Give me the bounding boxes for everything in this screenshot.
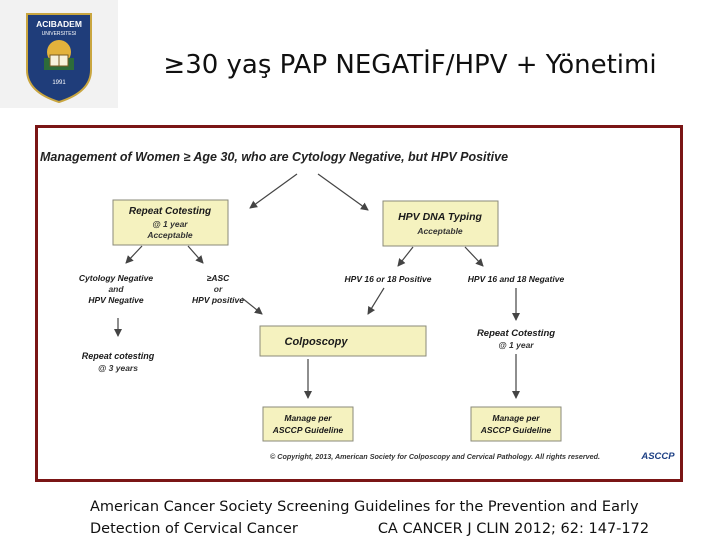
- hpv-positive-label: HPV positive: [192, 295, 244, 305]
- hpv-dna-typing-acceptable: Acceptable: [416, 226, 463, 236]
- asccp-logo: [637, 448, 679, 462]
- cytology-and-label: and: [108, 284, 124, 294]
- manage-left-line2: ASCCP Guideline: [272, 425, 344, 435]
- manage-per-asccp-box-left: [262, 406, 354, 442]
- citation-line1: American Cancer Society Screening Guidel…: [90, 499, 639, 515]
- logo-text-main: ACIBADEM: [36, 19, 82, 29]
- flowchart-diagram: Management of Women ≥ Age 30, who are Cy…: [40, 150, 679, 462]
- arrow-to-repeat-cotesting: [249, 173, 298, 209]
- figure-heading: Management of Women ≥ Age 30, who are Cy…: [40, 150, 508, 164]
- manage-right-line1: Manage per: [492, 413, 540, 423]
- flowchart-figure: Management of Women ≥ Age 30, who are Cy…: [35, 125, 683, 482]
- citation-line2: Detection of Cervical Cancer CA CANCER J…: [90, 518, 650, 540]
- repeat-1-year-title: Repeat Cotesting: [477, 328, 555, 339]
- arrow-to-hpv-negative: [464, 246, 484, 267]
- repeat-cotesting-interval: @ 1 year: [152, 219, 188, 229]
- repeat-3-years-interval: @ 3 years: [98, 363, 138, 373]
- arrow-to-cytology-negative: [125, 245, 143, 264]
- repeat-1-year-interval: @ 1 year: [498, 340, 534, 350]
- manage-per-asccp-box-right: [470, 406, 562, 442]
- colposcopy-box: [259, 325, 427, 357]
- citation-title-end: Detection of Cervical Cancer: [90, 521, 298, 537]
- citation-journal-ref: CA CANCER J CLIN 2012; 62: 147-172: [377, 521, 650, 537]
- arrow-asc-to-colposcopy: [241, 297, 263, 315]
- colposcopy-label: Colposcopy: [285, 336, 349, 348]
- manage-right-line2: ASCCP Guideline: [480, 425, 552, 435]
- asccp-logo-text: ASCCP: [640, 451, 675, 462]
- repeat-cotesting-title: Repeat Cotesting: [129, 206, 211, 217]
- copyright-notice: © Copyright, 2013, American Society for …: [270, 452, 600, 461]
- slide-title: ≥30 yaş PAP NEGATİF/HPV + Yönetimi: [163, 50, 657, 80]
- university-logo: ACIBADEM UNIVERSITESI 1991: [0, 0, 118, 108]
- repeat-cotesting-box: [112, 199, 229, 246]
- source-citation: American Cancer Society Screening Guidel…: [90, 496, 650, 540]
- arrow-to-asc: [187, 245, 204, 264]
- asc-label: ≥ASC: [207, 273, 230, 283]
- arrow-to-hpv-positive: [397, 246, 414, 267]
- hpv-16-18-negative-label: HPV 16 and 18 Negative: [468, 274, 565, 284]
- repeat-3-years-title: Repeat cotesting: [82, 351, 155, 361]
- hpv-dna-typing-title: HPV DNA Typing: [398, 211, 482, 223]
- logo-text-sub: UNIVERSITESI: [42, 31, 77, 37]
- hpv-dna-typing-box: [382, 200, 499, 247]
- hpv-16-18-positive-label: HPV 16 or 18 Positive: [345, 274, 432, 284]
- arrow-to-hpv-typing: [317, 173, 369, 211]
- cytology-negative-label: Cytology Negative: [79, 273, 153, 283]
- arrow-hpv-positive-to-colposcopy: [367, 287, 385, 315]
- hpv-negative-label: HPV Negative: [88, 295, 144, 305]
- manage-left-line1: Manage per: [284, 413, 332, 423]
- repeat-cotesting-acceptable: Acceptable: [146, 230, 193, 240]
- asc-or-label: or: [214, 284, 223, 294]
- logo-year: 1991: [52, 80, 66, 86]
